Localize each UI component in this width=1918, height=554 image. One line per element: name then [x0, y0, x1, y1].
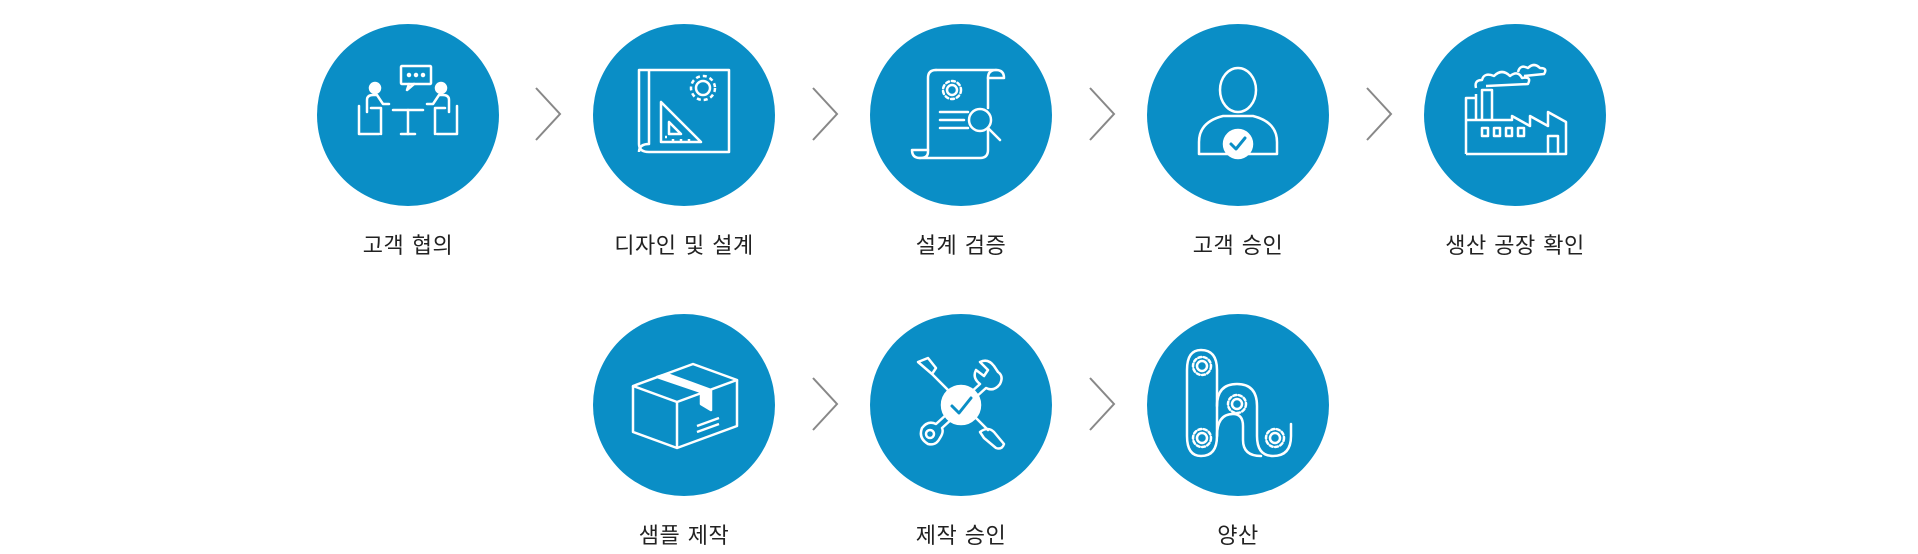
step-circle	[1147, 314, 1329, 496]
document-search-icon	[910, 68, 1006, 160]
conveyor-gears-icon	[1185, 348, 1293, 458]
step-customer-consultation: 고객 협의	[288, 24, 528, 260]
step-circle	[870, 314, 1052, 496]
step-label: 제작 승인	[915, 524, 1007, 549]
step-label: 고객 협의	[362, 234, 454, 259]
step-circle	[317, 24, 499, 206]
step-circle	[1147, 24, 1329, 206]
tools-check-icon	[916, 356, 1006, 450]
step-sample-production: 샘플 제작	[564, 314, 804, 550]
chevron-right-icon	[533, 86, 563, 142]
blueprint-icon	[637, 68, 731, 154]
step-label: 생산 공장 확인	[1445, 234, 1585, 259]
user-check-icon	[1197, 66, 1279, 160]
step-label: 샘플 제작	[638, 524, 730, 549]
step-design: 디자인 및 설계	[564, 24, 804, 260]
box-icon	[631, 362, 739, 450]
chevron-right-icon	[810, 376, 840, 432]
step-circle	[1424, 24, 1606, 206]
factory-icon	[1464, 63, 1568, 156]
step-production-approval: 제작 승인	[841, 314, 1081, 550]
chevron-right-icon	[1087, 86, 1117, 142]
step-circle	[593, 314, 775, 496]
chevron-right-icon	[1364, 86, 1394, 142]
step-label: 고객 승인	[1192, 234, 1284, 259]
step-label: 디자인 및 설계	[614, 234, 754, 259]
step-circle	[593, 24, 775, 206]
step-mass-production: 양산	[1118, 314, 1358, 550]
step-design-verification: 설계 검증	[841, 24, 1081, 260]
step-factory-check: 생산 공장 확인	[1395, 24, 1635, 260]
step-customer-approval: 고객 승인	[1118, 24, 1358, 260]
chevron-right-icon	[810, 86, 840, 142]
step-circle	[870, 24, 1052, 206]
meeting-icon	[357, 64, 459, 136]
step-label: 양산	[1217, 524, 1259, 549]
chevron-right-icon	[1087, 376, 1117, 432]
step-label: 설계 검증	[915, 234, 1007, 259]
